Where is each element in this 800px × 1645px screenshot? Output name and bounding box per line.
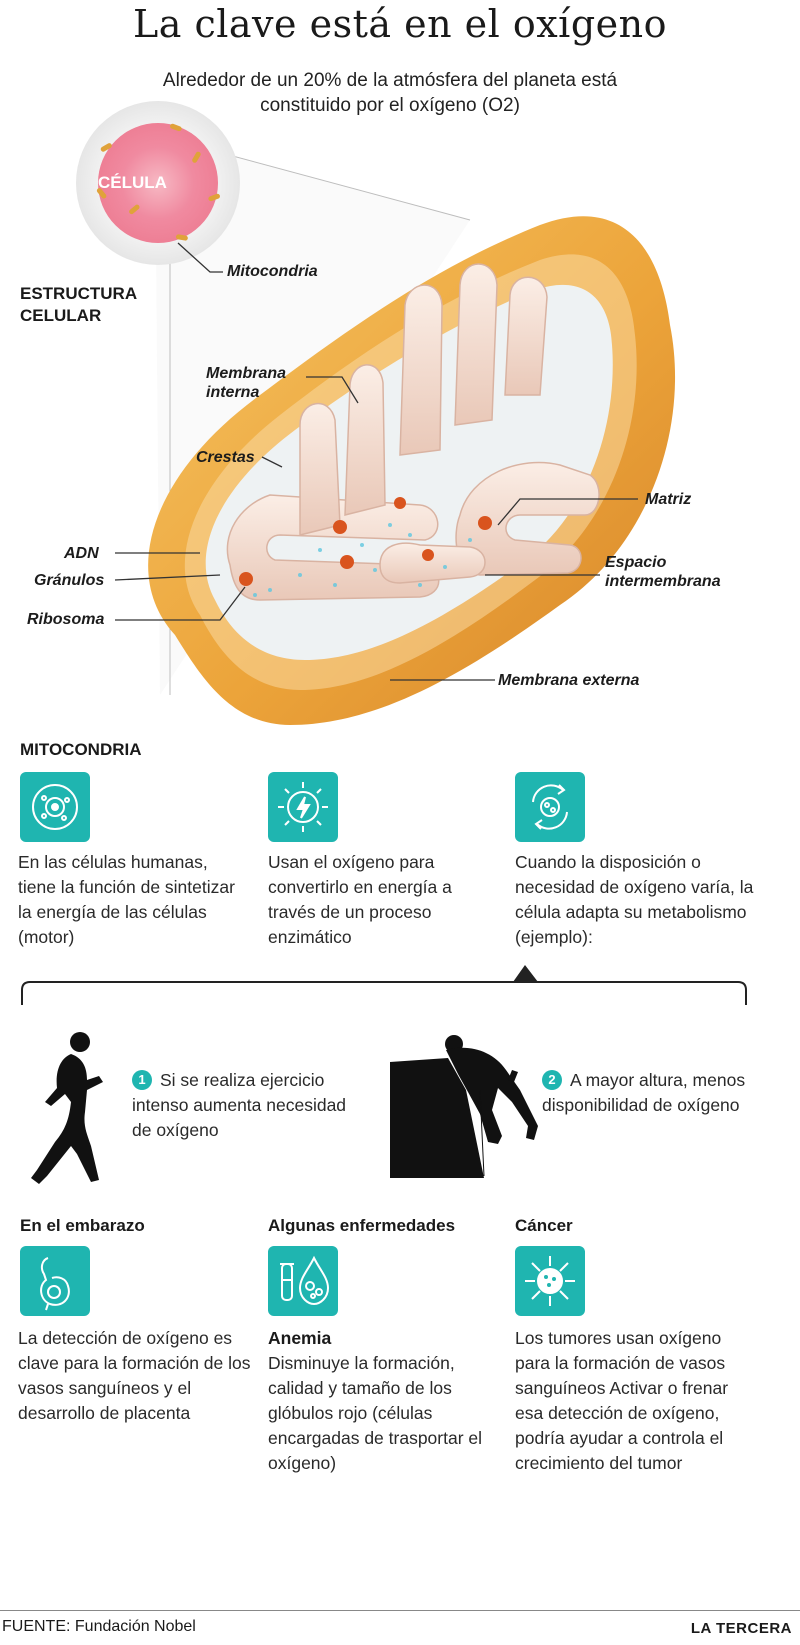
- page-subtitle: Alrededor de un 20% de la atmósfera del …: [162, 70, 618, 116]
- condition-3-heading: Cáncer: [515, 1216, 573, 1235]
- mito-item-1-text: En las células humanas, tiene la función…: [18, 852, 235, 947]
- condition-2-subhead: Anemia: [268, 1328, 332, 1348]
- example-1-badge: 1: [132, 1070, 152, 1090]
- cell-icon: [98, 123, 218, 243]
- mito-section-heading: MITOCONDRIA: [20, 740, 142, 759]
- pregnancy-icon: [20, 1246, 90, 1316]
- label-granulos: Gránulos: [34, 572, 105, 589]
- label-membrana-interna: Membrana interna: [206, 365, 287, 401]
- energy-icon: [268, 772, 338, 842]
- condition-3-text: Los tumores usan oxígeno para la formaci…: [515, 1328, 729, 1473]
- label-matriz: Matriz: [645, 491, 692, 508]
- runner-icon: [31, 1032, 103, 1184]
- label-adn: ADN: [64, 545, 99, 562]
- footer-brand: LA TERCERA: [690, 1620, 792, 1637]
- mito-item-2-text: Usan el oxígeno para convertirlo en ener…: [268, 852, 452, 947]
- label-espacio-intermembrana: Espacio intermembrana: [605, 554, 721, 590]
- label-ribosoma: Ribosoma: [27, 611, 105, 628]
- page-title: La clave está en el oxígeno: [133, 2, 667, 46]
- granules: [239, 497, 492, 586]
- climber-icon: [390, 1035, 538, 1178]
- condition-1-text: La detección de oxígeno es clave para la…: [18, 1328, 251, 1423]
- blood-test-icon: [268, 1246, 338, 1316]
- mito-item-3-text: Cuando la disposición o necesidad de oxí…: [515, 852, 754, 947]
- label-crestas: Crestas: [196, 449, 255, 466]
- label-membrana-externa: Membrana externa: [498, 672, 640, 689]
- label-mitocondria: Mitocondria: [227, 263, 318, 280]
- cycle-icon: [515, 772, 585, 842]
- footer-source: FUENTE: Fundación Nobel: [2, 1618, 196, 1635]
- condition-1-heading: En el embarazo: [20, 1216, 145, 1235]
- example-2-text: A mayor altura, menos disponibilidad de …: [542, 1070, 746, 1115]
- mitochondria-diagram: [76, 101, 676, 725]
- example-2-badge: 2: [542, 1070, 562, 1090]
- condition-2-text: Disminuye la formación, calidad y tamaño…: [268, 1353, 483, 1473]
- footer-divider: [0, 1610, 800, 1611]
- condition-2-heading: Algunas enfermedades: [268, 1216, 456, 1235]
- structure-label: ESTRUCTURA CELULAR: [20, 284, 137, 325]
- cell-icon: [20, 772, 90, 842]
- tumor-icon: [515, 1246, 585, 1316]
- example-1-text: Si se realiza ejercicio intenso aumenta …: [132, 1070, 347, 1140]
- bracket: [21, 965, 747, 1005]
- cell-label: CÉLULA: [98, 173, 167, 192]
